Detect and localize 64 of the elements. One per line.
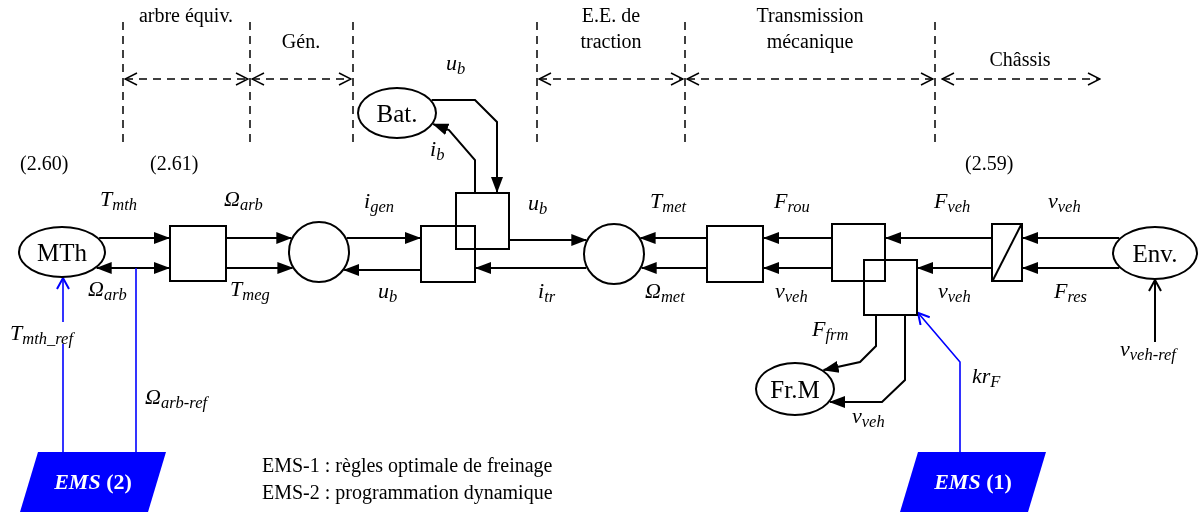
arrow xyxy=(763,262,832,274)
section-label: Gén. xyxy=(280,29,322,54)
arrow xyxy=(345,232,421,244)
edge-label: Ω$_{arb}$ xyxy=(88,278,127,300)
section-label: Châssis xyxy=(988,47,1052,72)
arrow xyxy=(430,99,503,193)
edge-label: kr$_{F}$ xyxy=(972,365,1001,387)
edge-label: v$_{veh}$ xyxy=(938,280,971,302)
arrow xyxy=(639,232,707,244)
coupling-box xyxy=(863,259,918,316)
section-label: E.E. de traction xyxy=(579,3,643,54)
coupling-box xyxy=(420,225,476,283)
arrow xyxy=(509,234,588,246)
edge-label: F$_{veh}$ xyxy=(934,190,971,212)
strategy-block: EMS (1) xyxy=(900,452,1046,512)
source-ellipse: MTh xyxy=(18,226,106,278)
coupling-box xyxy=(455,192,510,250)
arrow xyxy=(1148,279,1162,343)
edge-label: u$_{b}$ xyxy=(378,280,398,302)
arrow xyxy=(917,311,961,453)
arrow xyxy=(432,123,476,193)
edge-label: Ω$_{arb}$ xyxy=(224,188,263,210)
conversion-box xyxy=(169,225,227,282)
edge-label: Ω$_{met}$ xyxy=(645,280,685,302)
edge-label: F$_{rou}$ xyxy=(774,190,810,212)
edge-label: T$_{mth}$ xyxy=(100,188,137,210)
edge-label: v$_{veh}$ xyxy=(1048,190,1081,212)
strategy-block: EMS (2) xyxy=(20,452,166,512)
arrow xyxy=(98,232,170,244)
source-ellipse: Fr.M xyxy=(755,362,835,416)
edge-label: F$_{res}$ xyxy=(1054,280,1087,302)
arrow xyxy=(226,232,293,244)
note-text: EMS-1 : règles optimale de freinage xyxy=(262,453,554,478)
source-ellipse: Bat. xyxy=(357,87,437,139)
edge-label: v$_{veh}$ xyxy=(775,280,808,302)
arrow xyxy=(95,262,170,274)
arrow xyxy=(640,262,707,274)
arrow xyxy=(885,232,992,244)
arrow xyxy=(343,264,421,276)
section-label: Transmission mécanique xyxy=(755,3,865,54)
coupling-box xyxy=(831,223,886,282)
arrow xyxy=(763,232,832,244)
arrow xyxy=(1022,232,1121,244)
accumulation-box xyxy=(991,223,1023,282)
equation-number: (2.61) xyxy=(150,151,200,176)
edge-label: i$_{b}$ xyxy=(430,138,445,160)
section-label: arbre équiv. xyxy=(137,3,235,28)
source-ellipse: Env. xyxy=(1112,226,1198,280)
edge-label: u$_{b}$ xyxy=(528,192,548,214)
arrow xyxy=(917,262,992,274)
arrow xyxy=(475,262,588,274)
arrow xyxy=(822,315,877,373)
edge-label: T$_{met}$ xyxy=(650,190,687,212)
arrow xyxy=(226,262,294,274)
arrow xyxy=(829,315,906,408)
note-text: EMS-2 : programmation dynamique xyxy=(262,480,554,505)
arrow xyxy=(1022,262,1121,274)
edge-label: i$_{tr}$ xyxy=(538,280,556,302)
edge-label: u$_{b}$ xyxy=(446,52,466,74)
edge-label: v$_{veh}$ xyxy=(852,405,885,427)
conversion-box xyxy=(706,225,764,283)
equation-number: (2.60) xyxy=(20,151,70,176)
equation-number: (2.59) xyxy=(965,151,1015,176)
arrow xyxy=(56,277,70,453)
